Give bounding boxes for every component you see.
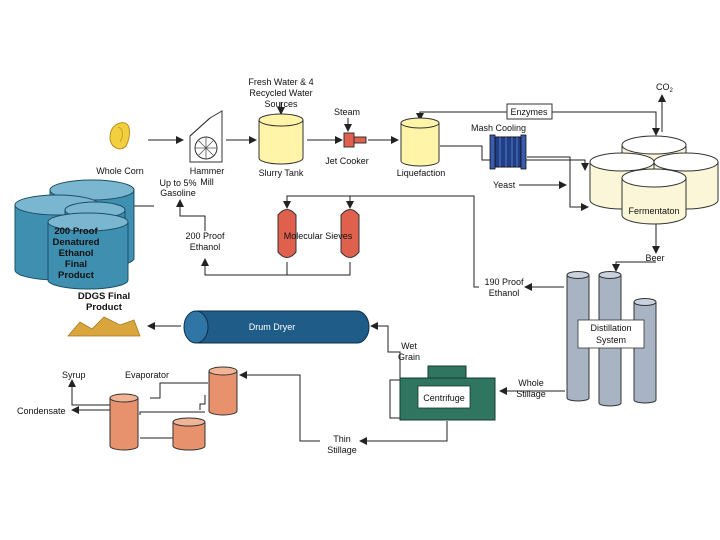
ddgs-pile xyxy=(67,316,141,337)
flow-lines xyxy=(68,94,666,445)
yeast-label: Yeast xyxy=(493,180,516,190)
thin-to-evaporator-arrow xyxy=(239,371,320,442)
distillation-label-1: Distillation xyxy=(590,323,631,333)
190-to-sieves-line xyxy=(346,195,479,288)
sieves-bottom-line xyxy=(286,262,351,276)
molecular-sieves xyxy=(277,209,360,258)
sieves-to-200-arrow xyxy=(201,258,287,276)
condensate-label: Condensate xyxy=(17,406,66,416)
beer-to-distillation-arrow xyxy=(612,261,656,272)
mash-cooler xyxy=(489,134,527,170)
final-product-label-4: Final xyxy=(65,259,87,270)
evaporator-label: Evaporator xyxy=(125,370,169,380)
fresh-water-label-1: Fresh Water & 4 xyxy=(248,77,313,87)
jet-cooker xyxy=(343,132,367,148)
distillation-columns xyxy=(566,271,657,407)
centrifuge-label: Centrifuge xyxy=(423,393,465,403)
wet-grain-label-1: Wet xyxy=(401,341,417,351)
hammer-mill-label-2: Mill xyxy=(200,177,214,187)
wet-grain-arrow xyxy=(370,322,401,388)
final-product-label-5: Product xyxy=(58,270,95,281)
evap1-to-evap2-line xyxy=(150,382,208,399)
fermentation-tanks xyxy=(589,135,719,225)
slurry-tank-label: Slurry Tank xyxy=(259,168,304,178)
slurry-tank xyxy=(258,113,304,165)
liquefaction-label: Liquefaction xyxy=(397,168,446,178)
drum-dryer-label: Drum Dryer xyxy=(249,322,296,332)
molecular-sieves-label: Molecular Sieves xyxy=(284,231,353,241)
evaporator-to-syrup-arrow xyxy=(68,379,110,406)
fresh-water-label-2: Recycled Water xyxy=(249,88,312,98)
evap1-to-evap3-line xyxy=(199,395,206,410)
steam-label: Steam xyxy=(334,107,360,117)
ethanol-200-label-1: 200 Proof xyxy=(185,231,225,241)
thin-stillage-label-1: Thin xyxy=(333,434,351,444)
centrifuge-to-thin-line xyxy=(359,421,448,445)
enzymes-label: Enzymes xyxy=(510,107,548,117)
fresh-water-label-3: Sources xyxy=(264,99,298,109)
liquefaction-tank xyxy=(400,117,440,167)
whole-stillage-label-1: Whole xyxy=(518,378,544,388)
final-product-label-3: Ethanol xyxy=(59,248,94,259)
ethanol-storage-tanks xyxy=(14,179,135,290)
hammer-mill-label-1: Hammer xyxy=(190,166,225,176)
distillation-label-box xyxy=(577,319,645,349)
gasoline-label-2: Gasoline xyxy=(160,188,196,198)
whole-corn-label: Whole Corn xyxy=(96,166,144,176)
wet-grain-label-2: Grain xyxy=(398,352,420,362)
190-to-sieve1-line xyxy=(283,195,350,209)
final-product-label-2: Denatured xyxy=(53,237,100,248)
mash-to-fermentation-arrow xyxy=(527,156,589,211)
hammer-mill xyxy=(189,110,223,163)
evaporators xyxy=(109,366,238,451)
ethanol-200-label-2: Ethanol xyxy=(190,242,221,252)
ethanol-190-label-1: 190 Proof xyxy=(484,277,524,287)
centrifuge xyxy=(399,365,496,421)
whole-stillage-label-2: Stillage xyxy=(516,389,546,399)
ddgs-label-1: DDGS Final xyxy=(78,291,130,302)
evap-link-line xyxy=(139,411,205,415)
gasoline-label-1: Up to 5% xyxy=(159,178,196,188)
distillation-label-2: System xyxy=(596,335,626,345)
thin-stillage-label-2: Stillage xyxy=(327,445,357,455)
enzymes-to-fermentation-arrow xyxy=(552,111,660,136)
enzymes-box xyxy=(506,103,553,120)
200-to-gasoline-arrow xyxy=(176,199,206,231)
liquefaction-to-mash-line xyxy=(440,145,589,171)
syrup-label: Syrup xyxy=(62,370,86,380)
corn-kernel xyxy=(109,122,130,150)
mash-cooling-label: Mash Cooling xyxy=(471,123,526,133)
jet-cooker-label: Jet Cooker xyxy=(325,156,369,166)
ddgs-label-2: Product xyxy=(86,302,123,313)
co2-label: CO2 xyxy=(656,82,674,94)
fermentation-label: Fermentaton xyxy=(628,206,679,216)
enzymes-to-liquefaction-arrow xyxy=(416,111,507,121)
beer-label: Beer xyxy=(645,253,664,263)
drum-dryer xyxy=(183,310,370,344)
labels: Whole Corn Hammer Mill Fresh Water & 4 R… xyxy=(17,77,680,455)
ethanol-190-label-2: Ethanol xyxy=(489,288,520,298)
final-product-label-1: 200 Proof xyxy=(54,226,98,237)
